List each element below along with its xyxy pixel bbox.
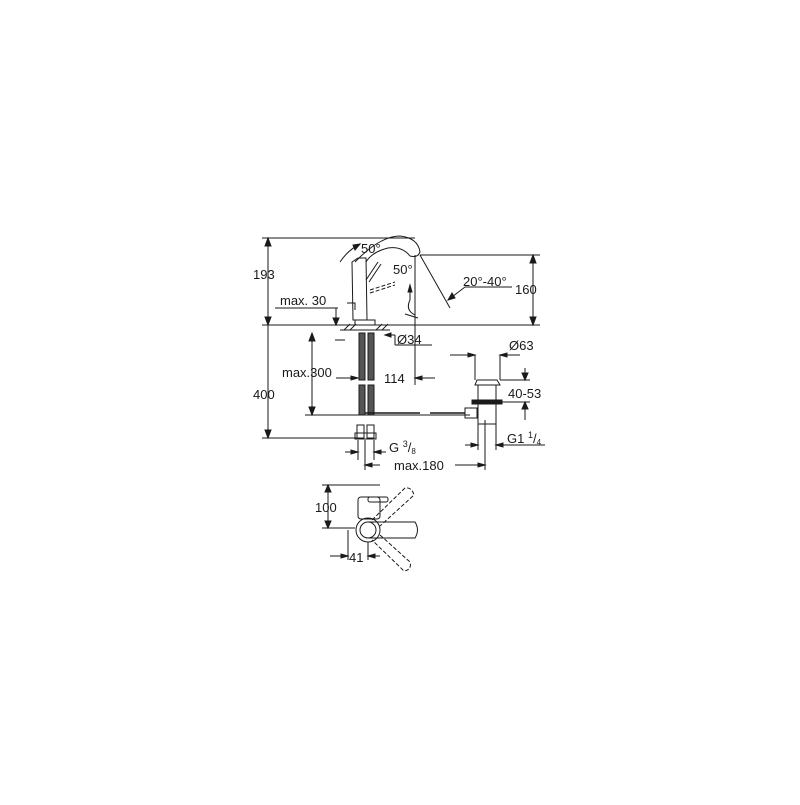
dim-spout-height: 160 [515,282,537,297]
tap-side-view [262,235,540,327]
dim-connection-thread: G 3/8 [389,439,416,456]
dim-total-height: 193 [253,267,275,282]
dim-spout-projection: 114 [384,371,405,386]
dim-max-hose: max.300 [282,365,332,380]
dim-hole-diameter: Ø34 [397,332,422,347]
below-deck [262,323,487,470]
dim-lever-angle: 50° [361,241,381,256]
dim-outlet-angle: 20°-40° [463,274,507,289]
dim-max-deck: max. 30 [280,293,327,308]
dim-waste-diameter: Ø63 [509,338,534,353]
dim-max-waste: max.180 [394,458,444,473]
dim-waste-thread: G1 1/4 [507,430,542,447]
dim-top-depth: 100 [315,500,337,515]
dim-below-height: 400 [253,387,275,402]
dim-waste-range: 40-53 [508,386,542,401]
dim-lever-offset: 41 [349,550,364,565]
tap-top-view [322,483,418,572]
dim-swivel-angle: 50° [393,262,413,277]
waste-assembly [450,352,545,450]
